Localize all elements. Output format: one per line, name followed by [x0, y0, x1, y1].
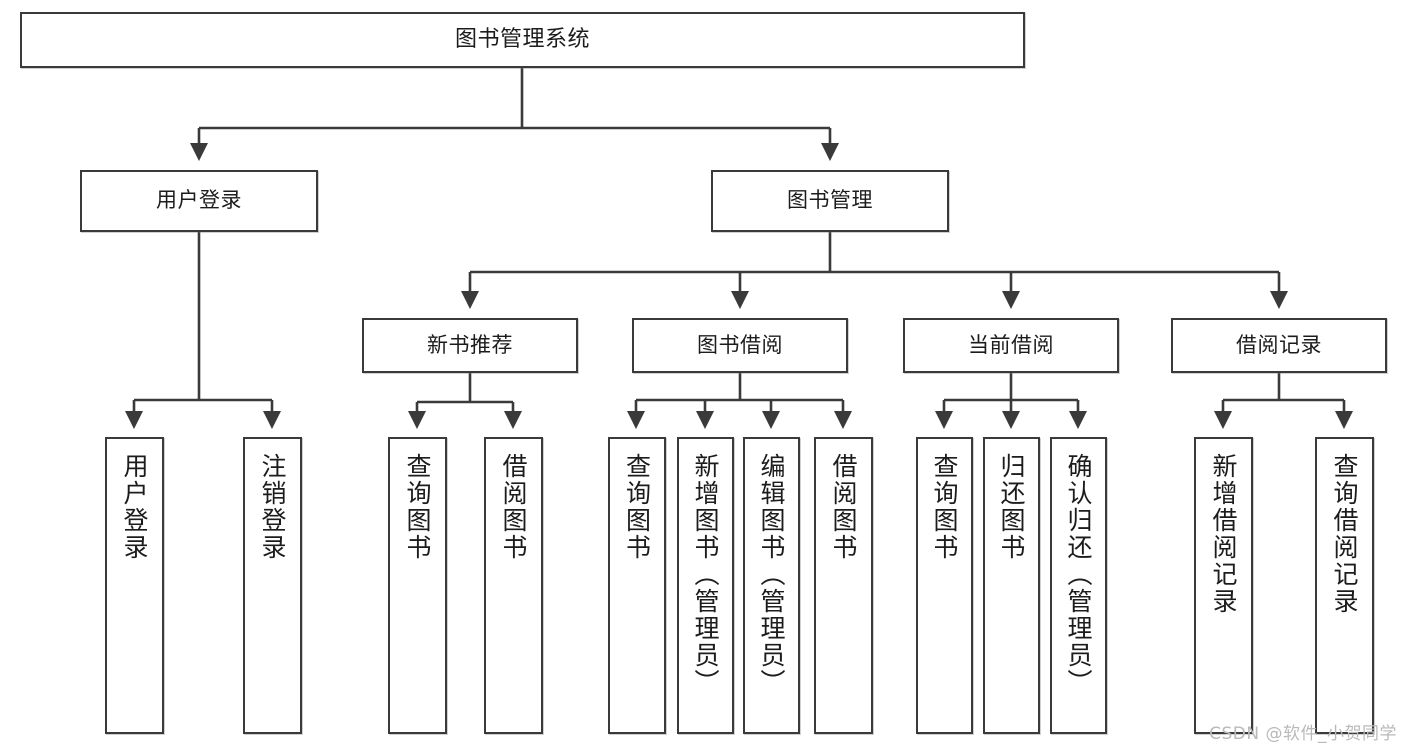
- leaf-current-return-book[interactable]: 归还图书: [983, 437, 1040, 734]
- node-label: 查询图书: [403, 453, 432, 561]
- node-label: 图书管理: [787, 188, 873, 213]
- node-new-book-recommend[interactable]: 新书推荐: [362, 318, 578, 373]
- node-label: 图书借阅: [697, 332, 783, 357]
- node-borrow-record[interactable]: 借阅记录: [1171, 318, 1387, 373]
- node-label: 新增图书（管理员）: [691, 453, 720, 696]
- leaf-borrow-borrow-book[interactable]: 借阅图书: [814, 437, 873, 734]
- leaf-record-add-record[interactable]: 新增借阅记录: [1194, 437, 1253, 734]
- node-label: 新增借阅记录: [1209, 453, 1238, 615]
- leaf-current-confirm-return-admin[interactable]: 确认归还（管理员）: [1050, 437, 1107, 734]
- node-label: 归还图书: [997, 453, 1026, 561]
- leaf-recommend-borrow-book[interactable]: 借阅图书: [484, 437, 543, 734]
- node-label: 新书推荐: [427, 332, 513, 357]
- node-label: 当前借阅: [968, 332, 1054, 357]
- node-label: 用户登录: [156, 188, 242, 213]
- node-label: 查询借阅记录: [1330, 453, 1359, 615]
- leaf-borrow-add-book-admin[interactable]: 新增图书（管理员）: [677, 437, 734, 734]
- node-root-book-management-system[interactable]: 图书管理系统: [20, 12, 1025, 68]
- node-label: 注销登录: [258, 453, 287, 561]
- node-label: 借阅图书: [829, 453, 858, 561]
- node-label: 确认归还（管理员）: [1064, 453, 1093, 696]
- leaf-current-query-book[interactable]: 查询图书: [916, 437, 973, 734]
- leaf-user-login-login[interactable]: 用户登录: [105, 437, 164, 734]
- node-book-borrow[interactable]: 图书借阅: [632, 318, 848, 373]
- leaf-user-login-logout[interactable]: 注销登录: [243, 437, 302, 734]
- watermark: CSDN @软件_小贺同学: [1209, 724, 1397, 744]
- node-label: 图书管理系统: [454, 26, 590, 52]
- leaf-borrow-query-book[interactable]: 查询图书: [608, 437, 666, 734]
- node-label: 用户登录: [120, 453, 149, 561]
- leaf-recommend-query-book[interactable]: 查询图书: [388, 437, 447, 734]
- node-label: 借阅记录: [1236, 332, 1322, 357]
- node-user-login[interactable]: 用户登录: [80, 170, 318, 232]
- node-book-management[interactable]: 图书管理: [711, 170, 949, 232]
- node-current-borrow[interactable]: 当前借阅: [903, 318, 1119, 373]
- node-label: 查询图书: [930, 453, 959, 561]
- node-label: 查询图书: [622, 453, 652, 561]
- leaf-record-query-record[interactable]: 查询借阅记录: [1315, 437, 1374, 734]
- leaf-borrow-edit-book-admin[interactable]: 编辑图书（管理员）: [743, 437, 800, 734]
- node-label: 借阅图书: [499, 453, 528, 561]
- node-label: 编辑图书（管理员）: [757, 453, 786, 696]
